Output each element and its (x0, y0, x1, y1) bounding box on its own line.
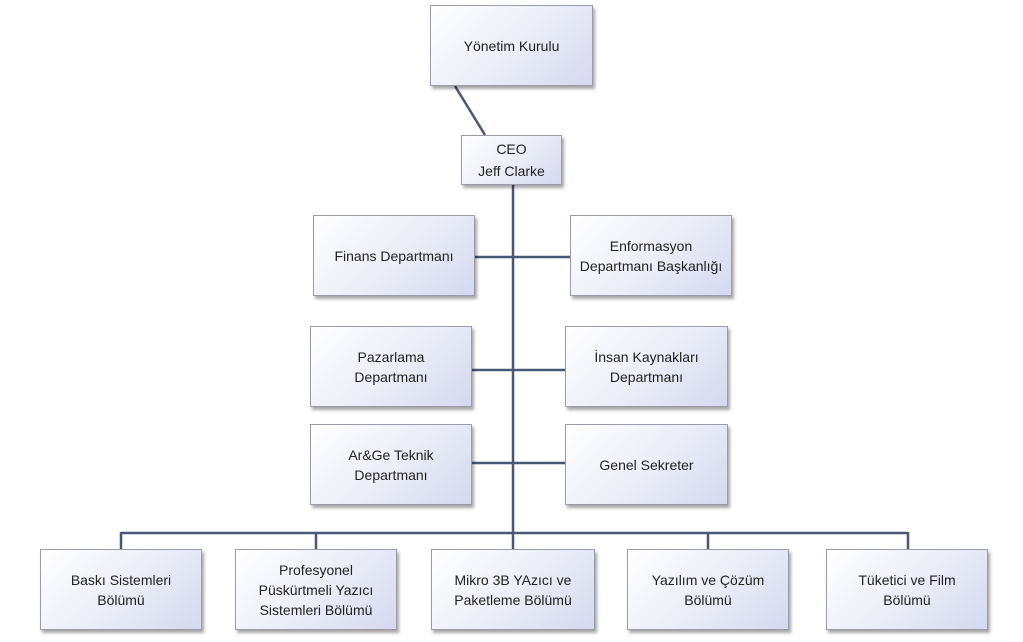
division-consumer: Tüketici ve Film Bölümü (826, 549, 988, 630)
division-software: Yazılım ve Çözüm Bölümü (627, 549, 789, 630)
division-inkjet: Profesyonel Püskürtmeli Yazıcı Sistemler… (235, 549, 397, 630)
connector-board-ceo (453, 85, 487, 136)
division-label: Yazılım ve Çözüm Bölümü (651, 571, 765, 608)
division-label: Profesyonel Püskürtmeli Yazıcı Sistemler… (258, 561, 374, 618)
dept-label: Finans Departmanı (334, 247, 454, 264)
dept-information: Enformasyon Departmanı Başkanlığı (570, 215, 732, 296)
division-label: Tüketici ve Film Bölümü (858, 571, 956, 608)
board-box: Yönetim Kurulu (430, 5, 593, 86)
board-label: Yönetim Kurulu (463, 37, 560, 54)
dept-rnd: Ar&Ge Teknik Departmanı (310, 424, 472, 505)
ceo-label: CEO Jeff Clarke (478, 141, 545, 179)
division-label: Baskı Sistemleri Bölümü (70, 571, 172, 608)
dept-label: Ar&Ge Teknik Departmanı (348, 446, 434, 483)
division-label: Mikro 3B YAzıcı ve Paketleme Bölümü (454, 571, 572, 608)
dept-secretary: Genel Sekreter (565, 424, 728, 505)
ceo-box: CEO Jeff Clarke (461, 135, 562, 185)
dept-label: Enformasyon Departmanı Başkanlığı (579, 237, 723, 274)
dept-hr: İnsan Kaynakları Departmanı (565, 326, 728, 407)
division-3d: Mikro 3B YAzıcı ve Paketleme Bölümü (431, 549, 595, 630)
dept-label: Genel Sekreter (599, 456, 694, 473)
dept-marketing: Pazarlama Departmanı (310, 326, 472, 407)
dept-finance: Finans Departmanı (313, 215, 475, 296)
dept-label: Pazarlama Departmanı (354, 348, 428, 385)
division-print: Baskı Sistemleri Bölümü (40, 549, 202, 630)
dept-label: İnsan Kaynakları Departmanı (594, 348, 699, 385)
